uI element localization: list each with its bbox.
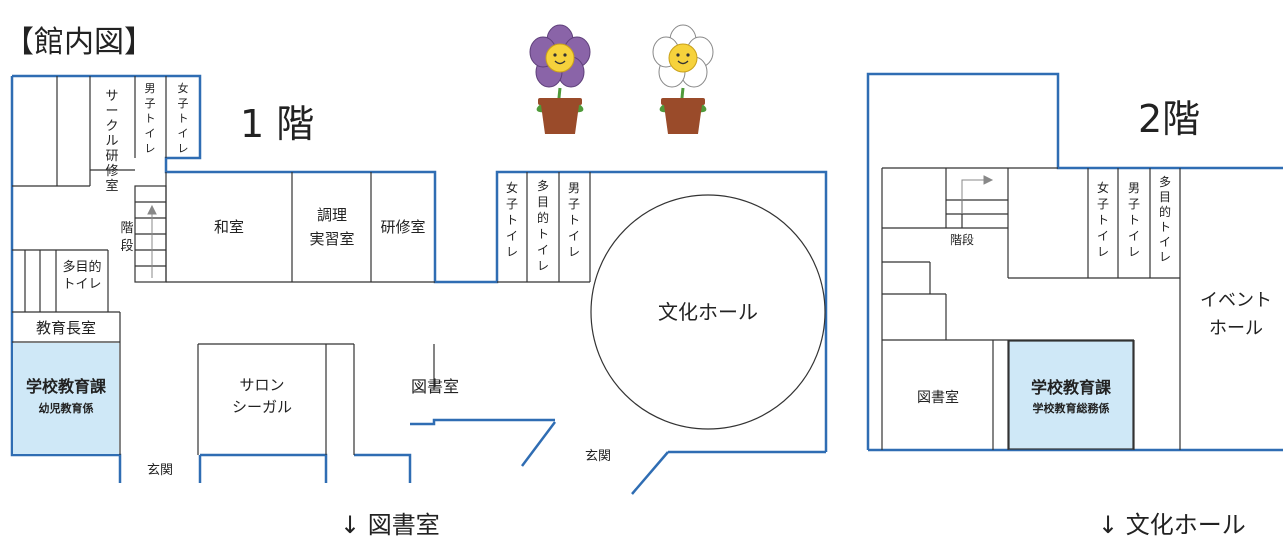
library-label-2: 図書室 xyxy=(917,389,959,406)
flower-white-icon xyxy=(652,24,714,134)
circle-room-label: サークル研修室 xyxy=(105,89,118,194)
culture-hall-circle xyxy=(590,194,826,430)
culture-hall-label: 文化ホール xyxy=(658,300,758,324)
cooking-label-2: 実習室 xyxy=(309,230,354,248)
womens-toilet-2f-label: 女子トイレ xyxy=(1097,180,1109,259)
floor1-interior xyxy=(12,76,591,455)
gakko-label-2-sub: 学校教育総務係 xyxy=(1033,401,1110,415)
stairs-label: 階段 xyxy=(120,221,133,254)
flower-purple-icon xyxy=(529,24,591,134)
entrance-label-2: 玄関 xyxy=(585,449,611,464)
floor1-arrow-caption: ↓ 図書室 xyxy=(340,511,440,539)
mens-toilet-2f-label: 男子トイレ xyxy=(1128,181,1140,259)
gakko-room-highlight xyxy=(13,343,119,454)
floor2-arrow-caption: ↓ 文化ホール xyxy=(1098,511,1246,539)
kyoikucho-label: 教育長室 xyxy=(36,319,96,337)
multi-toilet-label-2: トイレ xyxy=(62,277,101,292)
salon-label-1: サロン xyxy=(239,376,284,394)
floor2-label: 2階 xyxy=(1138,97,1200,141)
map-title: 【館内図】 xyxy=(4,25,154,60)
womens-toilet-label: 女子トイレ xyxy=(178,81,189,155)
washitsu-label: 和室 xyxy=(214,218,244,236)
kenshu-label: 研修室 xyxy=(380,218,425,236)
mens-toilet-2-label: 男子トイレ xyxy=(568,181,580,259)
womens-toilet-2-label: 女子トイレ xyxy=(506,180,518,259)
multi-toilet-v-label: 多目的トイレ xyxy=(537,179,549,273)
library-label-1: 図書室 xyxy=(411,377,459,396)
event-hall-label-2: ホール xyxy=(1209,318,1263,339)
event-hall-label-1: イベント xyxy=(1200,290,1272,311)
gakko-room-2-highlight xyxy=(1008,340,1134,450)
floor1-stairs-arrow xyxy=(147,204,157,278)
floor2-stairs-label: 階段 xyxy=(950,232,974,247)
floor1: 1 階 和室 調理 実習室 研修室 多目的 トイレ 教育長室 学校教育課 幼児教… xyxy=(10,74,828,539)
multi-toilet-label-1: 多目的 xyxy=(62,259,101,275)
floor2: 2階 階段 イベント ホール 図書室 学校教育課 学校教育総務係 ↓ 文化ホール… xyxy=(866,72,1283,539)
floor2-interior xyxy=(881,167,1181,450)
multi-toilet-2f-label: 多目的トイレ xyxy=(1159,175,1171,264)
floor2-walls xyxy=(866,72,1283,452)
salon-label-2: シーガル xyxy=(232,398,292,416)
gakko-label-2: 学校教育課 xyxy=(1031,378,1112,397)
floor2-stairs-arrow xyxy=(961,175,994,214)
gakko-label-1-sub: 幼児教育係 xyxy=(39,401,94,415)
cooking-label-1: 調理 xyxy=(317,206,347,224)
entrance-label-1: 玄関 xyxy=(147,463,173,478)
mens-toilet-label: 男子トイレ xyxy=(145,82,156,155)
floor1-label: 1 階 xyxy=(240,102,314,146)
gakko-label-1: 学校教育課 xyxy=(26,377,107,396)
floor1-walls xyxy=(10,74,828,495)
floor2-vertical-room-labels: 女子トイレ 男子トイレ 多目的トイレ xyxy=(1097,175,1171,264)
